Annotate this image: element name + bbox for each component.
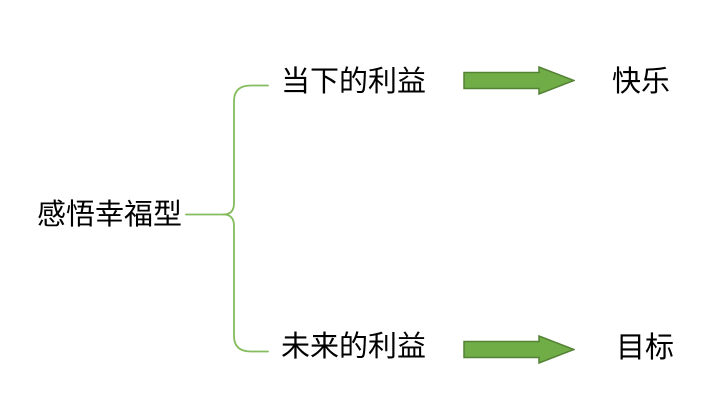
branch-future-label: 未来的利益 [281, 331, 427, 363]
arrow-shape [463, 66, 575, 95]
root-node-label: 感悟幸福型 [37, 199, 183, 231]
block-arrow-right-icon [463, 66, 575, 95]
block-arrow-right-icon [463, 335, 575, 364]
curly-brace-path [222, 84, 269, 353]
branch-present-label: 当下的利益 [281, 66, 427, 98]
outcome-happiness-label: 快乐 [612, 66, 671, 98]
arrow-shape [463, 335, 575, 364]
outcome-goal-label: 目标 [616, 332, 675, 364]
